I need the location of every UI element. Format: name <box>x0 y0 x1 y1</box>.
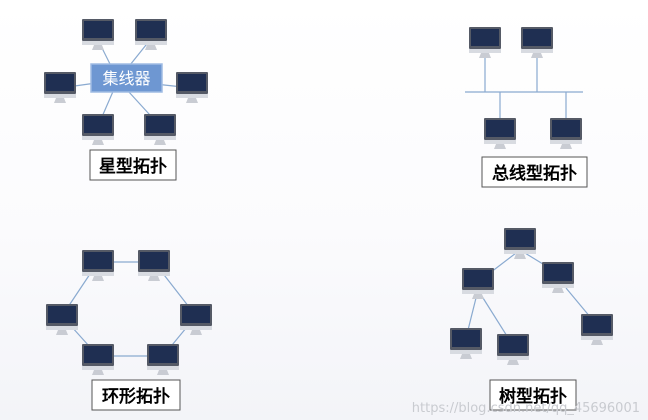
bus-computer-bottom-left <box>484 118 516 149</box>
bus-computer-bottom-right <box>550 118 582 149</box>
star-computer-top-left <box>82 19 114 50</box>
bus-topology: 总线型拓扑 <box>465 27 588 188</box>
tree-label: 树型拓扑 <box>499 386 567 407</box>
tree-topology: 树型拓扑 <box>450 228 613 411</box>
star-computer-left <box>44 72 76 103</box>
tree-computer-mid-left <box>462 268 494 299</box>
ring-computer-bottom-left <box>82 344 114 375</box>
ring-label: 环形拓扑 <box>102 386 170 407</box>
watermark: https://blog.csdn.net/qq_45696001 <box>412 401 640 416</box>
bus-label: 总线型拓扑 <box>492 163 577 184</box>
star-computer-bottom-left <box>82 114 114 145</box>
tree-computer-leaf-1 <box>450 328 482 359</box>
star-label: 星型拓扑 <box>99 156 167 177</box>
ring-topology: 环形拓扑 <box>46 250 212 411</box>
tree-computer-mid-right <box>542 262 574 293</box>
star-computer-top-right <box>135 19 167 50</box>
ring-computer-left <box>46 304 78 335</box>
tree-computer-leaf-2 <box>497 334 529 365</box>
tree-computer-leaf-3 <box>581 314 613 345</box>
ring-computer-top-left <box>82 250 114 281</box>
hub-box <box>90 63 163 93</box>
bus-label-box <box>481 156 588 188</box>
tree-label-box <box>489 379 577 411</box>
ring-label-box <box>91 379 181 411</box>
star-label-box <box>89 149 177 181</box>
bus-computer-top-right <box>521 27 553 58</box>
star-topology: 集线器 星型拓扑 <box>44 19 208 181</box>
hub-label: 集线器 <box>102 69 150 88</box>
bus-computer-top-left <box>469 27 501 58</box>
star-computer-right <box>176 72 208 103</box>
tree-links <box>465 249 597 345</box>
ring-computer-bottom-right <box>147 344 179 375</box>
star-computer-bottom-right <box>144 114 176 145</box>
ring-links <box>61 261 197 357</box>
tree-computer-root <box>504 228 536 259</box>
